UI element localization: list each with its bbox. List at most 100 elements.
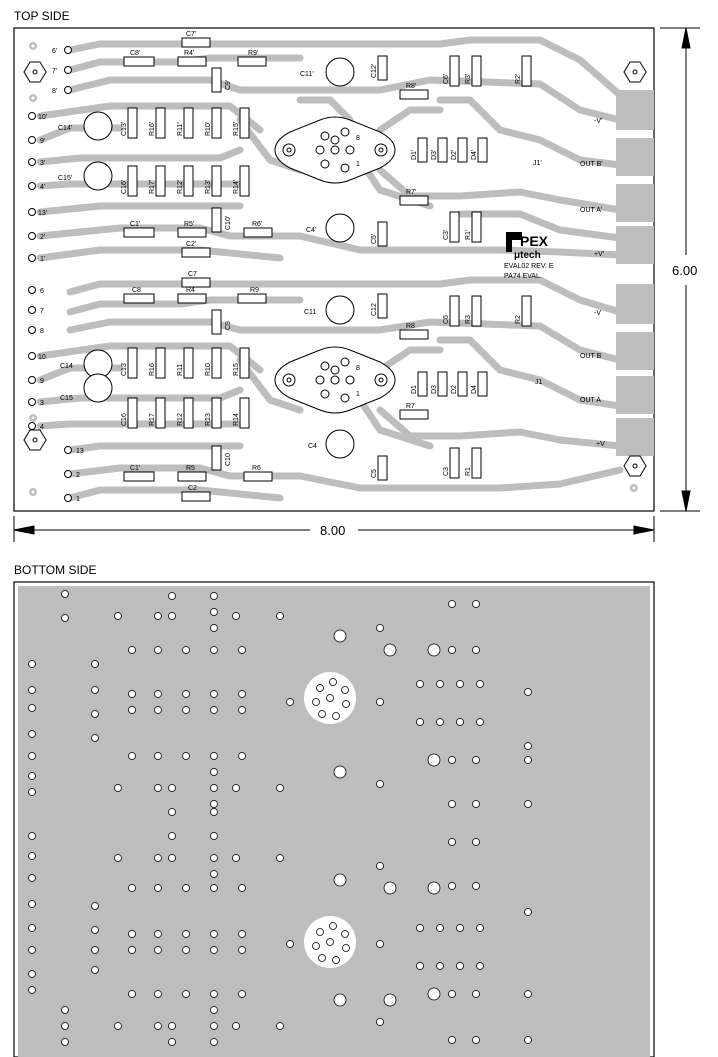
capacitor-label: C4	[308, 443, 317, 450]
connector-label: 4	[40, 424, 44, 431]
component-label: R11'	[177, 122, 184, 136]
component-label: C5'	[371, 234, 378, 244]
component-label: R7'	[406, 189, 416, 196]
component-label: R12'	[177, 180, 184, 194]
component-label: C8	[132, 287, 141, 294]
component-label: C13	[121, 363, 128, 376]
top-board: 8 1 8 1 6' 7' 8' 10' 9'	[13, 27, 655, 512]
connector-label: 2	[76, 472, 80, 479]
connector-label: 1'	[40, 256, 45, 263]
component-label: C10'	[225, 216, 232, 230]
bottom-side-label: BOTTOM SIDE	[14, 563, 97, 577]
output-label: OUT B	[580, 353, 602, 360]
connector-label: 1	[76, 496, 80, 503]
component-label: C7	[188, 271, 197, 278]
connector-label: 4'	[40, 184, 45, 191]
capacitor-label: C15'	[58, 175, 72, 182]
capacitor-label: C11'	[300, 71, 314, 78]
component-label: R5'	[184, 221, 194, 228]
connector-label: 13'	[38, 210, 47, 217]
component-label: R2	[515, 315, 522, 324]
connector-label: 3'	[40, 160, 45, 167]
component-label: D2'	[451, 150, 458, 160]
component-label: R12	[177, 413, 184, 426]
component-label: R11	[177, 364, 184, 376]
component-label: C9	[225, 321, 232, 330]
component-label: C5	[371, 469, 378, 478]
component-label: R16	[149, 363, 156, 376]
component-label: C1'	[130, 465, 140, 472]
capacitor-label: C14	[60, 363, 73, 370]
component-label: R6'	[252, 221, 262, 228]
component-label: C9'	[225, 80, 232, 90]
component-label: R4'	[184, 50, 194, 57]
component-label: D1	[411, 385, 418, 394]
connector-label: 6'	[52, 48, 57, 55]
component-label: D4	[471, 385, 478, 394]
component-label: R9'	[248, 50, 258, 57]
capacitor-label: C4'	[306, 227, 316, 234]
component-label: D4'	[471, 150, 478, 160]
component-label: R15	[233, 363, 240, 376]
component-label: R8	[406, 323, 415, 330]
connector-label: 7	[40, 308, 44, 315]
output-label: OUT A'	[580, 207, 602, 214]
component-label: R15'	[233, 122, 240, 136]
eval-label: PA74 EVAL.	[504, 273, 542, 280]
output-label: -V'	[594, 118, 602, 125]
connector-label: 13	[76, 448, 84, 455]
svg-text:μtech: μtech	[514, 250, 541, 261]
pin-label: 1	[356, 391, 360, 398]
svg-text:PEX: PEX	[520, 233, 549, 249]
component-label: R16'	[149, 122, 156, 136]
component-label: C16'	[121, 180, 128, 194]
dimension-height	[660, 27, 700, 512]
connector-label: 8'	[52, 88, 57, 95]
component-label: C16	[121, 413, 128, 426]
component-label: C12	[371, 303, 378, 316]
component-label: R14	[233, 413, 240, 426]
component-label: C2'	[186, 241, 196, 248]
component-label: R10	[205, 363, 212, 376]
component-label: R10'	[205, 122, 212, 136]
component-label: C6	[443, 315, 450, 324]
output-label: +V	[596, 441, 605, 448]
component-label: R13	[205, 413, 212, 426]
apex-logo: PEX μtech EVAL02 REV. E PA74 EVAL.	[504, 232, 554, 280]
connector-label: 8	[40, 328, 44, 335]
component-label: R1	[465, 467, 472, 476]
rev-label: EVAL02 REV. E	[504, 263, 554, 270]
connector-label: 6	[40, 288, 44, 295]
component-label: C2	[188, 485, 197, 492]
component-label: C7'	[186, 31, 196, 38]
output-label: OUT B'	[580, 161, 603, 168]
component-label: R9	[250, 287, 259, 294]
component-label: R3	[465, 315, 472, 324]
component-label: J1	[535, 379, 543, 386]
connector-label: 7'	[52, 68, 57, 75]
component-label: R14'	[233, 180, 240, 194]
pin-label: 1	[356, 161, 360, 168]
output-label: +V'	[594, 251, 604, 258]
connector-label: 3	[40, 400, 44, 407]
component-label: D1'	[411, 150, 418, 160]
component-label: C13'	[121, 122, 128, 136]
output-label: -V	[594, 310, 601, 317]
component-label: R8'	[406, 83, 416, 90]
component-label: C1'	[130, 221, 140, 228]
bottom-board	[13, 581, 655, 1057]
component-label: R17'	[149, 180, 156, 194]
pin-label: 8	[356, 365, 360, 372]
component-label: R7	[406, 403, 415, 410]
component-label: R17	[149, 413, 156, 426]
component-label: R1'	[465, 230, 472, 240]
component-label: C6'	[443, 74, 450, 84]
connector-label: 9'	[40, 138, 45, 145]
capacitor-label: C14'	[58, 125, 72, 132]
width-label: 8.00	[320, 523, 345, 538]
pin-label: 8	[356, 135, 360, 142]
connector-label: 10'	[38, 114, 47, 121]
component-label: R4	[186, 287, 195, 294]
component-label: R2'	[515, 74, 522, 84]
